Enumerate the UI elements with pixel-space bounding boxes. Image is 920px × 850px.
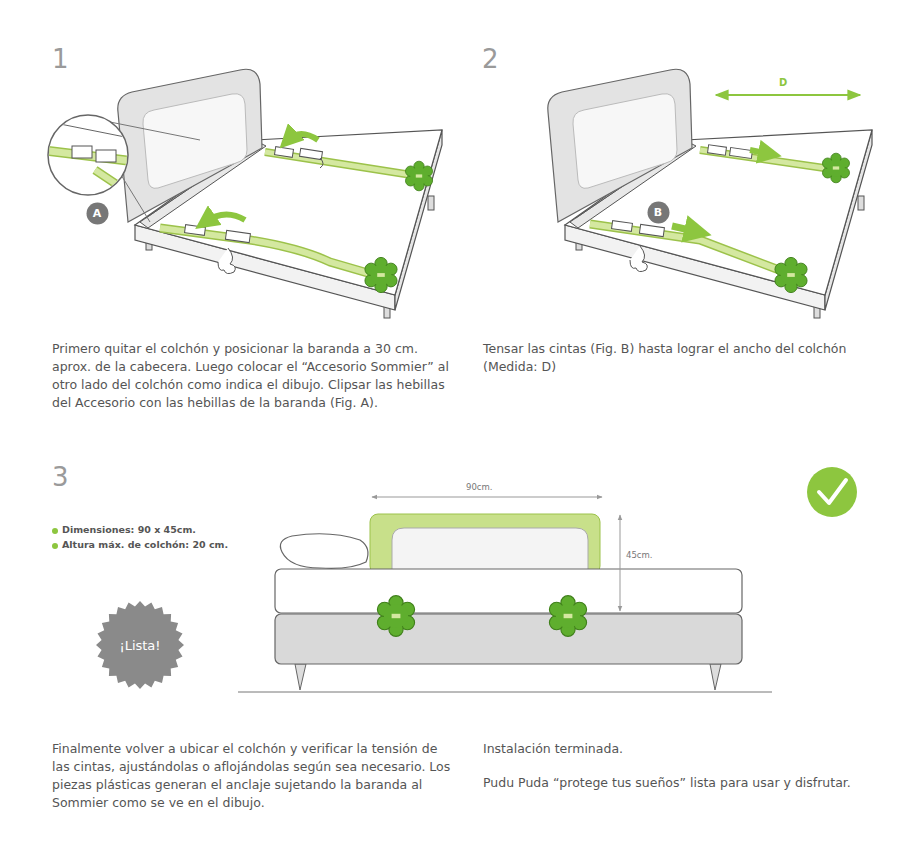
ready-badge: ¡Lista! (96, 601, 184, 689)
step-number: 1 (52, 42, 92, 76)
node-text: A (93, 207, 102, 220)
step-number: 3 (52, 460, 92, 494)
step-number: 2 (482, 42, 522, 76)
callout-letter: B (647, 201, 670, 224)
instruction-text: Primero quitar el colchón y posicionar l… (52, 340, 452, 412)
instruction-text: Finalmente volver a ubicar el colchón y … (52, 740, 457, 812)
callout-letter: A (86, 202, 109, 225)
instruction-text: Instalación terminada. (483, 740, 883, 758)
spec-note: Altura máx. de colchón: 20 cm. (62, 539, 262, 551)
dimension-label: 90cm. (466, 482, 526, 493)
dimension-label: D (779, 76, 799, 89)
node-text: ¡Lista! (119, 638, 160, 653)
instruction-text: Tensar las cintas (Fig. B) hasta lograr … (483, 340, 883, 376)
instruction-text: Pudu Puda “protege tus sueños” lista par… (483, 774, 903, 792)
spec-note: Dimensiones: 90 x 45cm. (62, 524, 262, 536)
dimension-label: 45cm. (626, 550, 686, 561)
node-text: B (654, 206, 662, 219)
